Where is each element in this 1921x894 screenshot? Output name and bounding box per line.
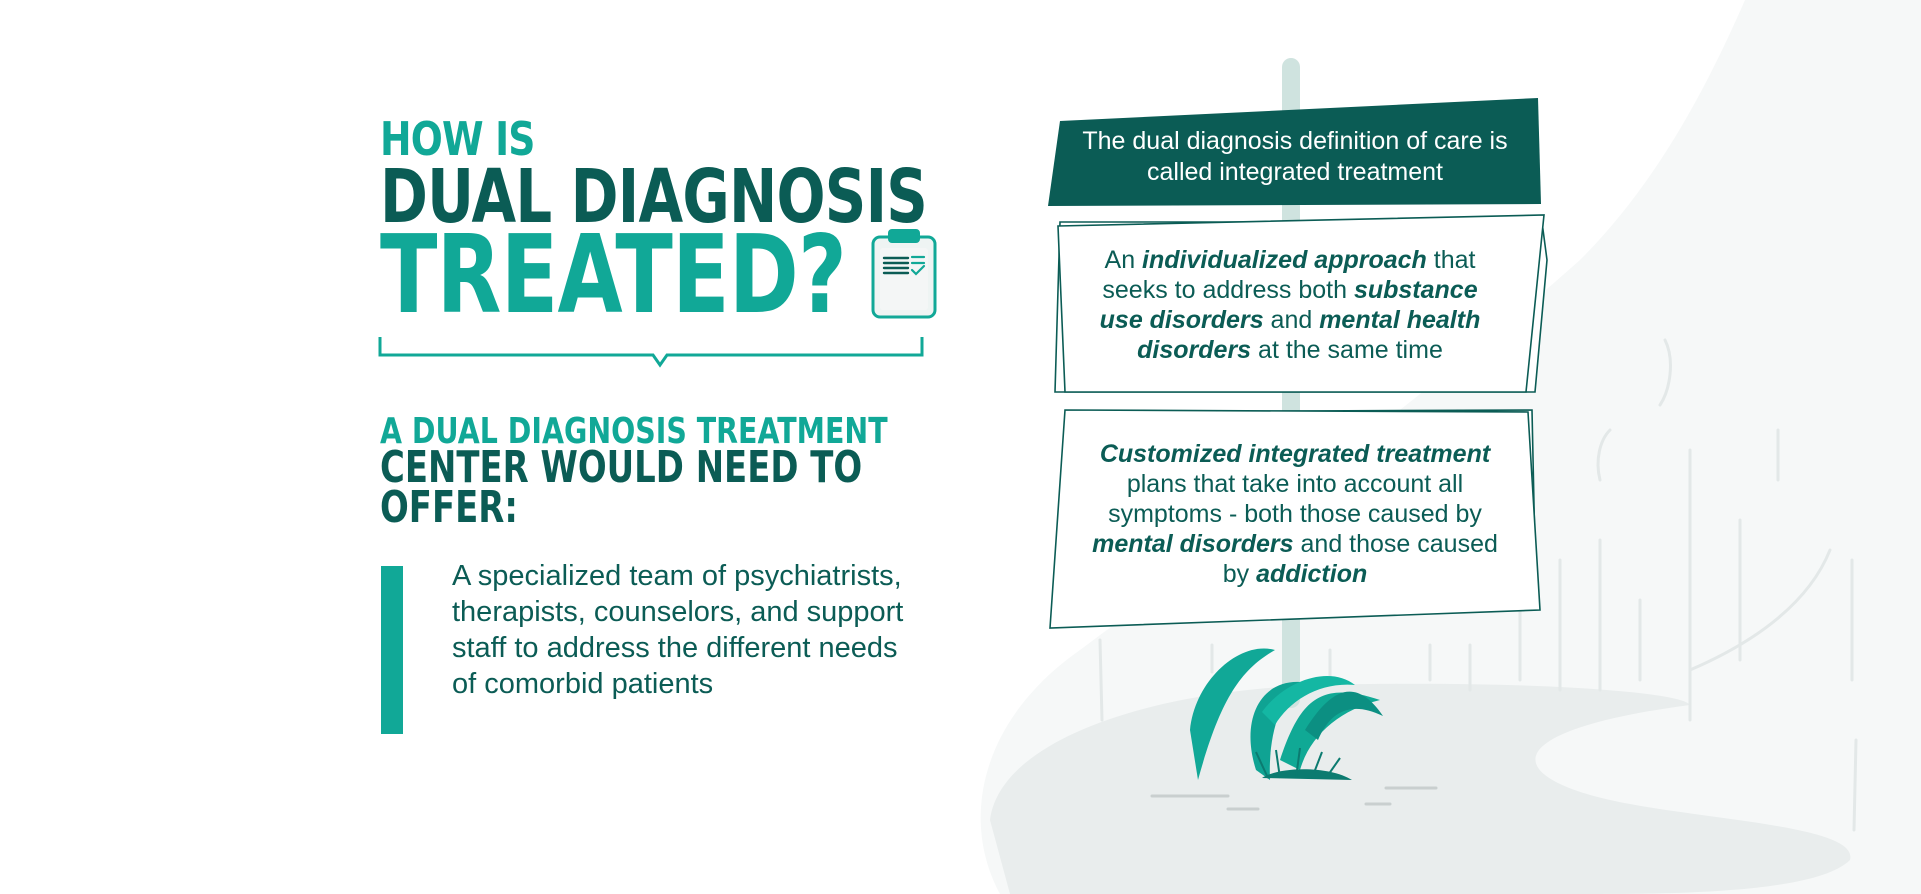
card1-text-1: An — [1104, 246, 1143, 274]
card2-bold-3: addiction — [1256, 560, 1368, 588]
card1-bold-3: mental health disorders — [1137, 306, 1481, 364]
list-item-marker-bar — [381, 566, 403, 734]
card1-bold-1: individualized approach — [1142, 246, 1427, 274]
ground-shadow-lines — [1150, 786, 1438, 811]
card1-bold-2: substance use disorders — [1099, 276, 1478, 334]
sign-card-individualized-approach: An individualized approach that seeks to… — [1080, 245, 1500, 365]
sign-banner-text: The dual diagnosis definition of care is… — [1082, 127, 1508, 186]
title-line-dual-diagnosis: DUAL DIAGNOSIS — [380, 154, 928, 240]
clipboard-checklist-icon — [871, 229, 937, 319]
card1-text-4: at the same time — [1251, 336, 1443, 364]
plant-illustration — [1190, 648, 1383, 780]
title-line-treated: TREATED? — [380, 213, 847, 338]
sign-card-customized-treatment: Customized integrated treatment plans th… — [1085, 439, 1505, 589]
subheading-line-1: A DUAL DIAGNOSIS TREATMENT — [380, 411, 888, 452]
card2-text-2: and those caused by — [1222, 530, 1498, 588]
card2-bold-2: mental disorders — [1092, 530, 1294, 558]
card2-text-1: plans that take into account all symptom… — [1108, 470, 1482, 528]
subheading-line-3: OFFER: — [380, 482, 518, 533]
background-grass-strokes — [1098, 338, 1858, 832]
signpost-cards — [1049, 214, 1548, 629]
card1-text-2: that seeks to address both — [1102, 246, 1476, 304]
callout-underline-divider — [378, 337, 924, 368]
card2-bold-1: Customized integrated treatment — [1099, 440, 1491, 468]
signpost-banner — [1048, 98, 1541, 206]
offer-list-item: A specialized team of psychiatrists, the… — [452, 560, 904, 700]
title-line-how-is: HOW IS — [380, 112, 535, 166]
card1-text-3: and — [1263, 306, 1320, 334]
subheading-line-2: CENTER WOULD NEED TO — [380, 442, 863, 493]
